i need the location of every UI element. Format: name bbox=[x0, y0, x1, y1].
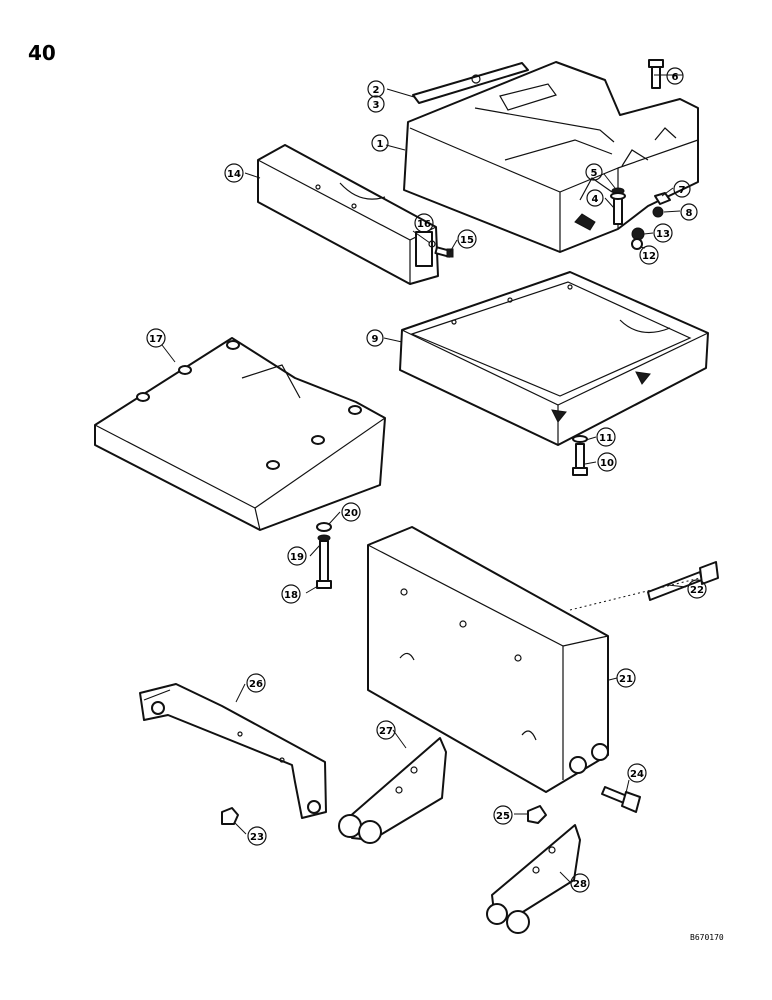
pivot-plate-27 bbox=[338, 737, 447, 844]
callout: 11 bbox=[596, 427, 616, 447]
top-weight bbox=[403, 61, 699, 253]
callout-label: 26 bbox=[249, 679, 263, 690]
callout: 14 bbox=[224, 163, 244, 183]
callout: 3 bbox=[367, 95, 385, 113]
callout: 16 bbox=[414, 213, 434, 233]
bolt-24 bbox=[601, 786, 641, 813]
long-bolt-22 bbox=[647, 561, 719, 601]
callout-label: 28 bbox=[573, 879, 587, 890]
callout-label: 1 bbox=[377, 139, 384, 150]
callout-label: 23 bbox=[250, 832, 264, 843]
callout-label: 11 bbox=[599, 433, 613, 444]
callout-label: 8 bbox=[686, 208, 693, 219]
callout: 9 bbox=[366, 329, 384, 347]
strap-plate bbox=[412, 62, 529, 104]
callout-label: 21 bbox=[619, 674, 633, 685]
small-hardware bbox=[631, 192, 671, 250]
leader-lines bbox=[161, 74, 701, 883]
pivot-plate-28 bbox=[486, 824, 581, 934]
callout: 8 bbox=[680, 203, 698, 221]
callout-label: 17 bbox=[149, 334, 163, 345]
callout-label: 16 bbox=[417, 219, 431, 230]
callout-label: 6 bbox=[672, 72, 679, 83]
callout-label: 22 bbox=[690, 585, 704, 596]
callout: 19 bbox=[287, 546, 307, 566]
front-weight-block bbox=[367, 526, 609, 793]
bolt-15-washer-16 bbox=[428, 240, 454, 258]
bolt-18-washers bbox=[316, 522, 332, 589]
callout: 12 bbox=[639, 245, 659, 265]
catalog-number: B670170 bbox=[690, 933, 724, 942]
front-bracket bbox=[139, 683, 327, 819]
contoured-weight bbox=[94, 337, 386, 531]
callout: 18 bbox=[281, 584, 301, 604]
callout: 23 bbox=[247, 826, 267, 846]
callout: 17 bbox=[146, 328, 166, 348]
callout-label: 15 bbox=[460, 235, 474, 246]
callout-label: 19 bbox=[290, 552, 304, 563]
callout-label: 12 bbox=[642, 251, 656, 262]
flat-weight-plate bbox=[399, 271, 709, 446]
callout: 1 bbox=[371, 134, 389, 152]
callout: 13 bbox=[653, 223, 673, 243]
callout-label: 25 bbox=[496, 811, 510, 822]
nut-23 bbox=[221, 807, 239, 825]
nut-25 bbox=[527, 805, 547, 824]
callout: 22 bbox=[687, 579, 707, 599]
callout-label: 20 bbox=[344, 508, 358, 519]
callout-label: 4 bbox=[592, 194, 599, 205]
callout-label: 9 bbox=[372, 334, 379, 345]
callout-label: 2 bbox=[373, 85, 380, 96]
bolt-10-washer-11 bbox=[572, 435, 588, 476]
callout: 21 bbox=[616, 668, 636, 688]
callout: 10 bbox=[597, 452, 617, 472]
callout: 15 bbox=[457, 229, 477, 249]
callout: 20 bbox=[341, 502, 361, 522]
callout-label: 3 bbox=[373, 100, 380, 111]
callout: 7 bbox=[673, 180, 691, 198]
callout: 2 bbox=[367, 80, 385, 98]
callout: 4 bbox=[586, 189, 604, 207]
bolt-4-washer-5 bbox=[610, 187, 626, 225]
callout-label: 7 bbox=[679, 185, 686, 196]
bolt-6 bbox=[648, 59, 664, 89]
callout: 5 bbox=[585, 163, 603, 181]
callout-label: 13 bbox=[656, 229, 670, 240]
callout: 26 bbox=[246, 673, 266, 693]
callout: 27 bbox=[376, 720, 396, 740]
callout: 6 bbox=[666, 67, 684, 85]
callout-label: 14 bbox=[227, 169, 241, 180]
callout-label: 10 bbox=[600, 458, 614, 469]
callout-label: 24 bbox=[630, 769, 644, 780]
page-number: 40 bbox=[28, 41, 56, 65]
callout-label: 18 bbox=[284, 590, 298, 601]
callout: 28 bbox=[570, 873, 590, 893]
rear-weight-bar bbox=[257, 144, 439, 285]
callout: 24 bbox=[627, 763, 647, 783]
callout-label: 5 bbox=[591, 168, 598, 179]
callout: 25 bbox=[493, 805, 513, 825]
callout-label: 27 bbox=[379, 726, 393, 737]
